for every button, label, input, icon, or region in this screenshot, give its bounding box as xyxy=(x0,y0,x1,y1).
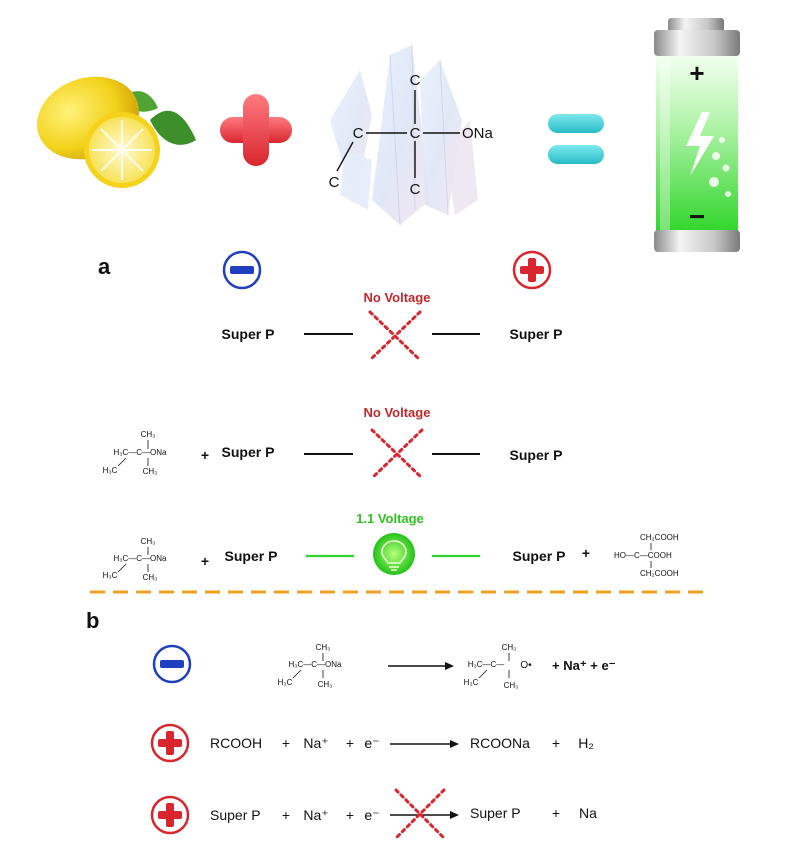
status-no-voltage-2: No Voltage xyxy=(364,405,431,420)
svg-text:CH₃: CH₃ xyxy=(318,680,333,689)
cathode-plus-icon xyxy=(150,795,190,835)
svg-text:CH₂COOH: CH₂COOH xyxy=(640,569,679,578)
svg-text:+: + xyxy=(346,735,354,751)
svg-text:H₃C: H₃C xyxy=(103,571,118,580)
anode-minus-icon xyxy=(152,644,192,684)
lightning-icon xyxy=(686,112,714,176)
svg-text:+: + xyxy=(282,807,290,823)
red-x-icon xyxy=(370,428,424,480)
svg-text:H₃C—C—: H₃C—C— xyxy=(468,660,505,669)
status-no-voltage-1: No Voltage xyxy=(364,290,431,305)
svg-text:H₃C—C—ONa: H₃C—C—ONa xyxy=(113,448,167,457)
light-bulb-icon xyxy=(373,533,415,575)
svg-text:CH₂COOH: CH₂COOH xyxy=(640,533,679,542)
tbuona-small-structure: CH₃ H₃C—C—ONa H₃C CH₃ xyxy=(103,430,167,476)
panel-a-row-1: No Voltage Super P Super P xyxy=(222,290,563,362)
svg-text:H₃C: H₃C xyxy=(278,678,293,687)
svg-text:H₃C: H₃C xyxy=(103,466,118,475)
svg-text:CH₃: CH₃ xyxy=(316,643,331,652)
bubble-icons xyxy=(709,137,731,197)
atom-ona: ONa xyxy=(462,125,494,142)
super-p-left-1: Super P xyxy=(222,326,275,342)
tbuona-reactant-structure: CH₃ H₃C—C—ONa H₃C CH₃ xyxy=(278,643,342,689)
red-x-icon xyxy=(368,310,422,362)
svg-text:+: + xyxy=(552,805,560,821)
svg-text:CH₃: CH₃ xyxy=(143,467,158,476)
svg-text:CH₃: CH₃ xyxy=(143,573,158,582)
svg-text:+: + xyxy=(201,447,209,463)
tbuona-small-structure: CH₃ H₃C—C—ONa H₃C CH₃ xyxy=(103,537,167,582)
svg-text:+: + xyxy=(552,735,560,751)
svg-text:CH₃: CH₃ xyxy=(141,430,156,439)
super-p-left-2: Super P xyxy=(222,444,275,460)
svg-text:Na⁺: Na⁺ xyxy=(303,807,328,823)
panel-b-label: b xyxy=(86,608,99,633)
panel-a-row-3: CH₃ H₃C—C—ONa H₃C CH₃ + 1.1 Voltage Supe… xyxy=(103,511,679,582)
svg-text:H₃C: H₃C xyxy=(464,678,479,687)
battery-plus: + xyxy=(689,58,704,88)
panel-b-equation-3: Super P + Na⁺ + e⁻ Super P + Na xyxy=(150,788,597,840)
cathode-plus-icon xyxy=(512,250,552,290)
svg-text:Na: Na xyxy=(579,805,597,821)
status-1-1-voltage: 1.1 Voltage xyxy=(356,511,424,526)
svg-text:RCOOH: RCOOH xyxy=(210,735,262,751)
svg-text:e⁻: e⁻ xyxy=(364,735,379,751)
svg-text:H₂: H₂ xyxy=(578,735,594,751)
tert-butoxy-radical-structure: CH₃ H₃C—C— O• H₃C CH₃ xyxy=(464,643,533,690)
cathode-plus-icon xyxy=(150,723,190,763)
citric-acid-structure: CH₂COOH HO—C—COOH CH₂COOH xyxy=(614,533,679,578)
svg-text:CH₃: CH₃ xyxy=(504,681,519,690)
panel-b-equation-2: RCOOH + Na⁺ + e⁻ RCOONa + H₂ xyxy=(150,723,594,763)
atom-c-left: C xyxy=(353,125,364,142)
sodium-tert-butoxide-structure: C C C ONa C C xyxy=(329,72,494,198)
svg-text:CH₃: CH₃ xyxy=(141,537,156,546)
svg-text:+: + xyxy=(346,807,354,823)
super-p-right-3: Super P xyxy=(513,548,566,564)
atom-c-top: C xyxy=(410,72,421,89)
anode-minus-icon xyxy=(222,250,262,290)
battery-illustration: + − xyxy=(654,18,740,252)
svg-text:Super P: Super P xyxy=(210,807,261,823)
cyan-equals-icon xyxy=(548,114,604,164)
svg-text:+: + xyxy=(582,545,590,561)
super-p-left-3: Super P xyxy=(225,548,278,564)
battery-minus: − xyxy=(689,201,705,232)
red-x-icon xyxy=(394,788,446,840)
svg-text:H₃C—C—ONa: H₃C—C—ONa xyxy=(113,554,167,563)
svg-text:Na⁺: Na⁺ xyxy=(303,735,328,751)
super-p-right-2: Super P xyxy=(510,447,563,463)
red-plus-icon xyxy=(220,94,292,166)
panel-b-equation-1: CH₃ H₃C—C—ONa H₃C CH₃ CH₃ H₃C—C— O• H₃C … xyxy=(152,643,616,690)
svg-text:+ Na⁺ + e⁻: + Na⁺ + e⁻ xyxy=(552,658,616,673)
svg-text:+: + xyxy=(282,735,290,751)
svg-text:O•: O• xyxy=(520,660,532,671)
svg-text:H₃C—C—ONa: H₃C—C—ONa xyxy=(288,660,342,669)
svg-text:RCOONa: RCOONa xyxy=(470,735,530,751)
panel-a-row-2: CH₃ H₃C—C—ONa H₃C CH₃ + No Voltage Super… xyxy=(103,405,563,480)
svg-text:+: + xyxy=(201,553,209,569)
atom-c-lower-left: C xyxy=(329,174,340,191)
svg-text:CH₃: CH₃ xyxy=(502,643,517,652)
atom-c-bottom: C xyxy=(410,181,421,198)
panel-a-label: a xyxy=(98,254,111,279)
svg-text:e⁻: e⁻ xyxy=(364,807,379,823)
svg-text:Super P: Super P xyxy=(470,805,521,821)
lemon-illustration xyxy=(37,76,196,188)
atom-c-center: C xyxy=(410,125,421,142)
svg-text:HO—C—COOH: HO—C—COOH xyxy=(614,551,672,560)
super-p-right-1: Super P xyxy=(510,326,563,342)
